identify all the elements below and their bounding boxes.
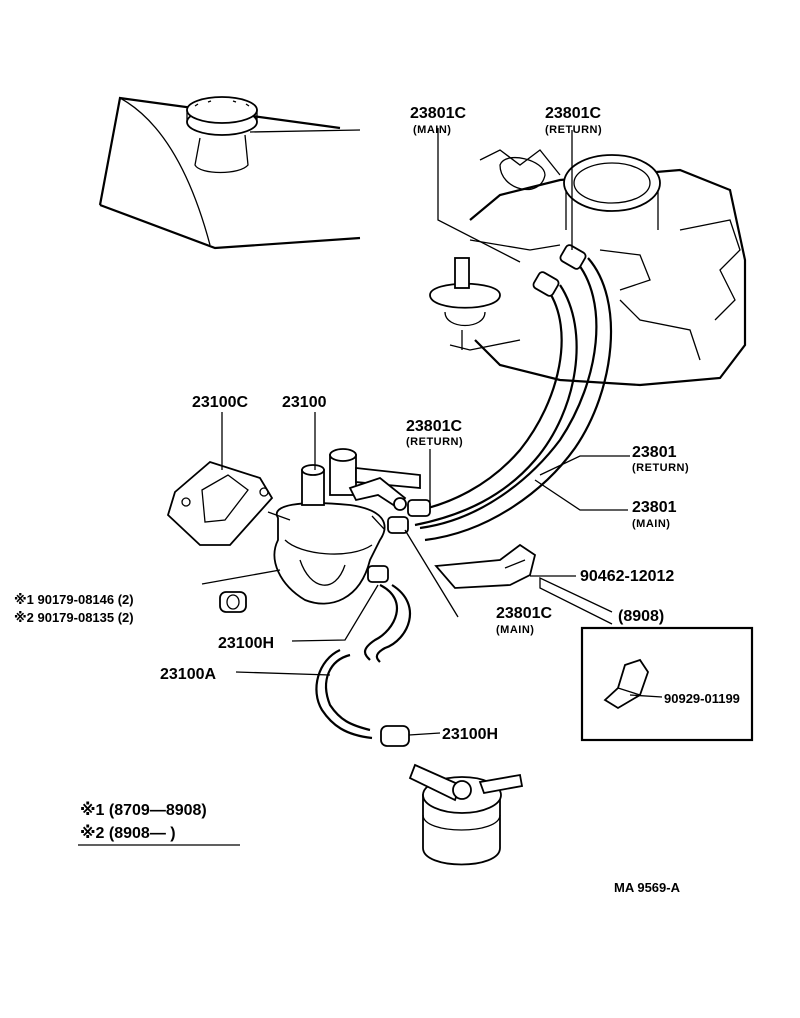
fuel-inlet-hose xyxy=(315,565,411,747)
hose-clip-top-return xyxy=(559,244,587,270)
nut xyxy=(219,591,247,613)
fuel-filter xyxy=(408,763,524,866)
engine-cover xyxy=(98,96,361,250)
hose-return xyxy=(419,257,613,542)
label-bracket-date: (8908) xyxy=(618,608,664,625)
label-23801c-main-low-sub: (MAIN) xyxy=(496,624,534,636)
bracket xyxy=(434,543,537,589)
inset-box xyxy=(580,626,754,742)
vacuum-diaphragm xyxy=(429,257,521,351)
legend-2: ※2 (8908— ) xyxy=(80,824,176,842)
label-23100: 23100 xyxy=(282,394,327,411)
main-clip-low xyxy=(387,516,409,534)
label-90929-01199: 90929-01199 xyxy=(664,691,740,706)
label-nut-2: ※2 90179-08135 (2) xyxy=(14,610,134,625)
label-23100c: 23100C xyxy=(192,394,248,411)
label-23801-main-sub: (MAIN) xyxy=(632,518,670,530)
leader-lines xyxy=(78,128,663,846)
label-23801-main: 23801 xyxy=(632,499,677,516)
part-labels: 23801C (MAIN) 23801C (RETURN) 23100C 231… xyxy=(14,105,740,895)
label-90462-12012: 90462-12012 xyxy=(580,568,674,585)
label-23100a: 23100A xyxy=(160,666,216,683)
oil-filler-cap xyxy=(186,96,258,136)
fuel-pump xyxy=(267,448,421,605)
label-23801c-return-top-sub: (RETURN) xyxy=(545,124,602,136)
engine-block xyxy=(469,149,747,387)
label-23801c-main-top: 23801C xyxy=(410,105,466,122)
label-23801c-main-low: 23801C xyxy=(496,605,552,622)
fuel-pump-gasket xyxy=(166,460,274,546)
label-23801c-return-mid: 23801C xyxy=(406,418,462,435)
label-23100h-lower: 23100H xyxy=(442,726,498,743)
label-23100h-upper: 23100H xyxy=(218,635,274,652)
label-23801c-return-mid-sub: (RETURN) xyxy=(406,436,463,448)
label-23801c-main-top-sub: (MAIN) xyxy=(413,124,451,136)
label-23801-return: 23801 xyxy=(632,444,677,461)
figure-code: MA 9569-A xyxy=(614,880,681,895)
label-nut-1: ※1 90179-08146 (2) xyxy=(14,592,134,607)
hose-clip-top-main xyxy=(532,271,560,297)
return-clip-mid xyxy=(407,499,431,517)
label-23801-return-sub: (RETURN) xyxy=(632,462,689,474)
legend-1: ※1 (8709—8908) xyxy=(80,801,207,819)
hose-main xyxy=(409,284,578,527)
label-23801c-return-top: 23801C xyxy=(545,105,601,122)
